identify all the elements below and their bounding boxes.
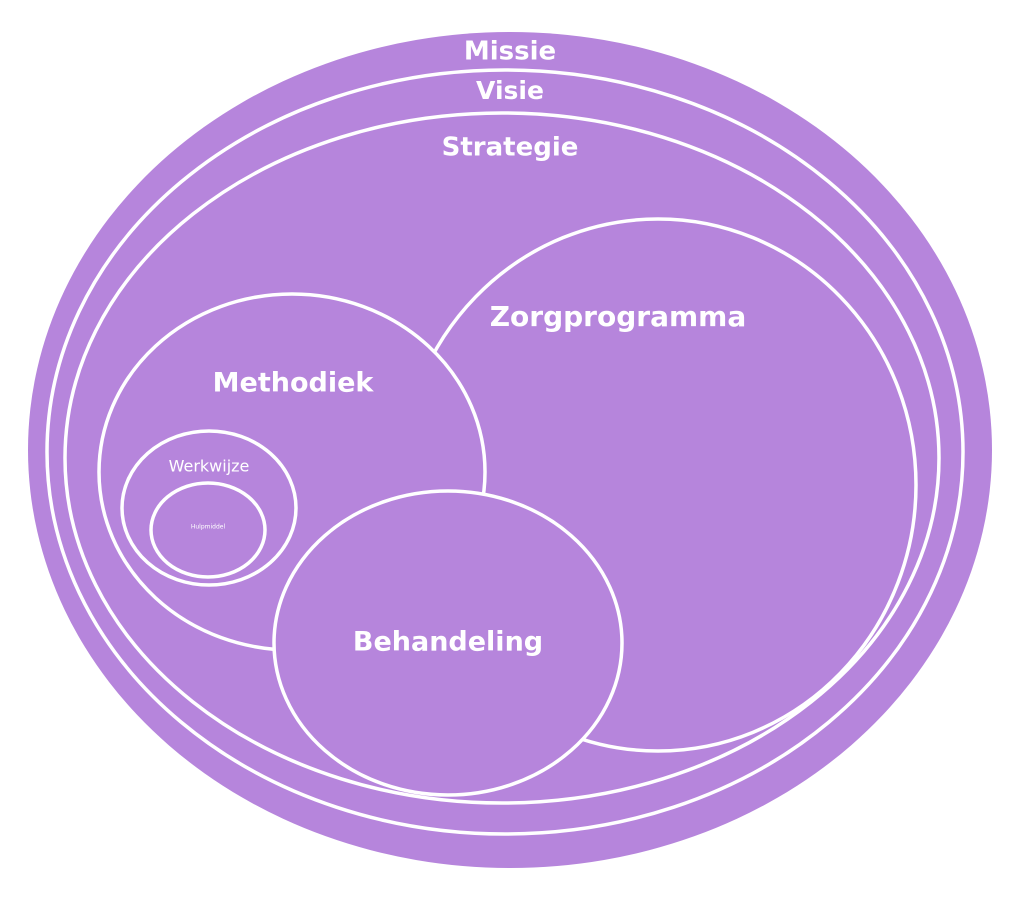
strategie-ellipse [63,111,941,805]
zorgprogramma-label: Zorgprogramma [490,300,746,333]
methodiek-label: Methodiek [213,368,375,399]
hulpmiddel-label: Hulpmiddel [191,524,226,531]
hulpmiddel-ellipse [149,481,267,579]
behandeling-ellipse [272,489,624,797]
behandeling-label: Behandeling [353,627,543,658]
visie-label: Visie [476,76,544,105]
visie-ellipse [45,68,965,836]
werkwijze-label: Werkwijze [169,457,250,476]
strategie-label: Strategie [442,133,579,163]
missie-label: Missie [464,37,556,67]
